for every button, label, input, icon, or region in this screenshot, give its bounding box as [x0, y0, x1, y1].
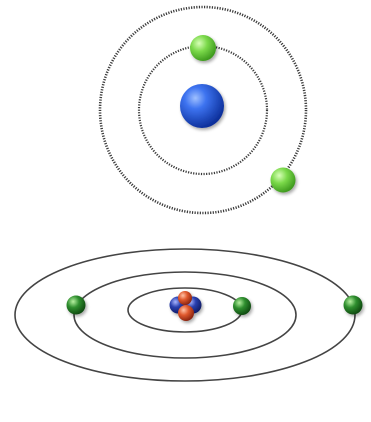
bottom-electron-outer	[344, 296, 363, 315]
proton-particle	[178, 291, 192, 305]
top-atom-diagram	[100, 7, 306, 213]
bottom-nucleus	[170, 291, 202, 321]
bottom-atom-diagram	[15, 249, 363, 381]
proton-particle	[178, 305, 194, 321]
top-electron-outer	[271, 168, 296, 193]
bottom-electron-inner	[233, 297, 251, 315]
top-nucleus	[180, 84, 224, 128]
top-electron-inner	[190, 35, 216, 61]
bottom-electron-middle	[67, 296, 86, 315]
